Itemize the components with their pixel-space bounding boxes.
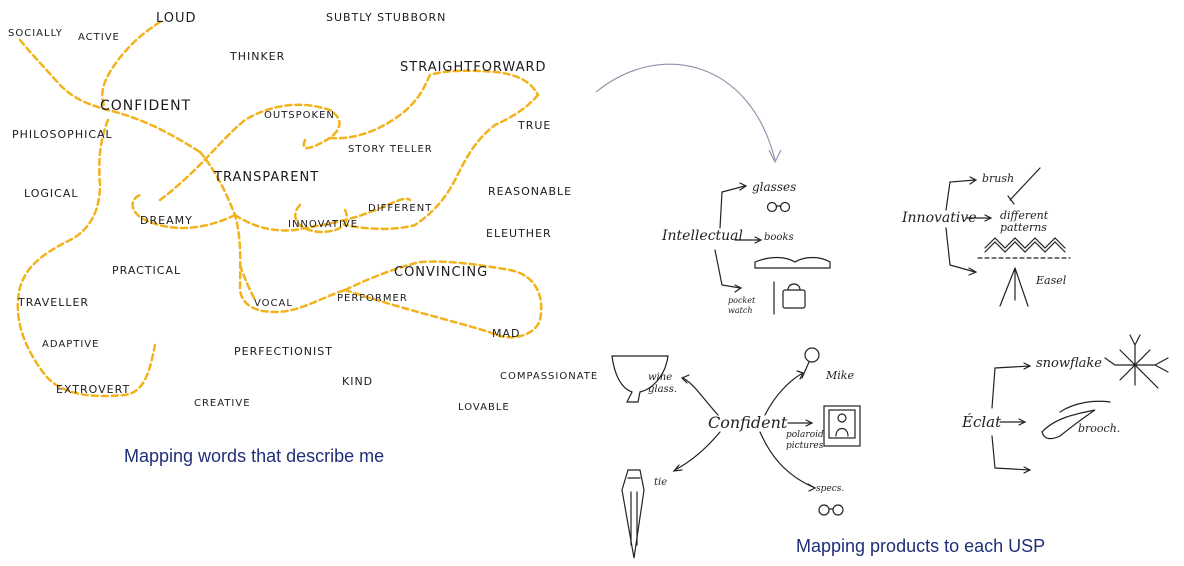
branch-line [719,185,746,229]
yellow-dotted-trail [343,93,540,231]
tie-icon [621,469,645,559]
word-reasonable: REASONABLE [488,185,573,198]
yellow-dotted-trail [198,150,347,314]
branch-line [682,377,719,416]
mike-icon [804,347,820,363]
word-story-teller: STORY TELLER [348,144,433,155]
word-vocal: VOCAL [254,298,293,309]
confident-branch-wine-glass: wine glass. [648,372,678,395]
yellow-dotted-trail [238,263,257,302]
brooch-icon [1041,409,1096,440]
specs-icon [818,504,830,516]
branch-line [764,372,804,416]
polaroid-icon [823,405,861,447]
product-map-caption: Mapping products to each USP [796,536,1046,556]
yellow-dotted-trail [131,193,237,230]
word-logical: LOGICAL [24,187,79,200]
patterns-icon [984,237,1066,249]
word-innovative: INNOVATIVE [288,219,359,230]
word-creative: CREATIVE [194,398,251,409]
glasses-icon [766,201,778,213]
word-outspoken: OUTSPOKEN [264,110,335,121]
branch-line [945,227,976,273]
wine-glass-icon [611,355,669,403]
yellow-dotted-trail [328,69,540,140]
word-active: ACTIVE [78,32,120,43]
word-map-caption: Mapping words that describe me [124,446,385,466]
innovative-branch-easel: Easel [1036,274,1067,287]
yellow-dotted-trail [343,288,502,338]
word-convincing: CONVINCING [394,265,489,280]
word-philosophical: PHILOSOPHICAL [12,128,113,141]
branch-line [674,431,721,471]
word-traveller: TRAVELLER [18,296,90,309]
pocket-watch-icon [782,289,806,309]
yellow-dotted-trail [158,103,341,202]
branch-line [714,249,741,289]
yellow-dotted-trail [294,203,348,234]
word-transparent: TRANSPARENT [214,170,320,185]
word-true: TRUE [518,119,552,132]
yellow-dotted-trail [101,20,162,110]
innovative-branch-brush: brush [982,172,1015,185]
word-performer: PERFORMER [337,293,408,304]
word-adaptive: ADAPTIVE [42,339,100,350]
snowflake-icon [1104,334,1169,389]
word-straightforward: STRAIGHTFORWARD [400,60,547,75]
word-practical: PRACTICAL [112,264,182,277]
confident-root: Confident [708,413,788,432]
confident-branch-polaroid: polaroid pictures [786,430,824,451]
intellectual-root: Intellectual [662,228,744,244]
branch-line [759,431,816,489]
yellow-dotted-trail [343,260,543,339]
word-compassionate: COMPASSIONATE [500,371,599,382]
word-perfectionist: PERFECTIONIST [234,345,333,358]
word-thinker: THINKER [230,50,286,63]
word-loud: LOUD [156,11,197,26]
easel-icon [999,267,1029,307]
intellectual-branch-pocket-watch: pocket watch [728,296,756,315]
yellow-dotted-trail [233,197,412,232]
word-eleuther: ELEUTHER [486,227,552,240]
word-dreamy: DREAMY [140,214,193,227]
word-confident: CONFIDENT [100,98,192,114]
intellectual-branch-books: books [764,232,794,243]
word-different: DIFFERENT [368,203,433,214]
word-extrovert: EXTROVERT [56,383,131,396]
word-mad: MAD [492,327,521,340]
transition-arrow [595,63,782,164]
yellow-dotted-trail [18,38,202,154]
eclat-root: Éclat [962,413,1002,431]
yellow-dotted-trail [16,118,157,398]
brush-icon [1009,167,1041,201]
word-subtly-stubborn: SUBTLY STUBBORN [326,11,447,24]
books-icon [754,256,831,269]
branch-line [991,435,1031,471]
word-kind: KIND [342,375,374,388]
innovative-branch-patterns: different patterns [1000,209,1049,234]
confident-branch-tie: tie [654,477,668,488]
intellectual-branch-glasses: glasses [752,180,797,194]
innovative-root: Innovative [902,210,977,226]
eclat-branch-brooch: brooch. [1078,422,1121,435]
word-lovable: LOVABLE [458,402,510,413]
confident-branch-specs: specs. [816,484,845,494]
branch-line [991,365,1031,409]
eclat-branch-snowflake: snowflake [1036,356,1102,371]
confident-branch-mike: Mike [826,369,854,382]
branch-line [945,179,976,211]
word-socially: SOCIALLY [8,28,63,39]
